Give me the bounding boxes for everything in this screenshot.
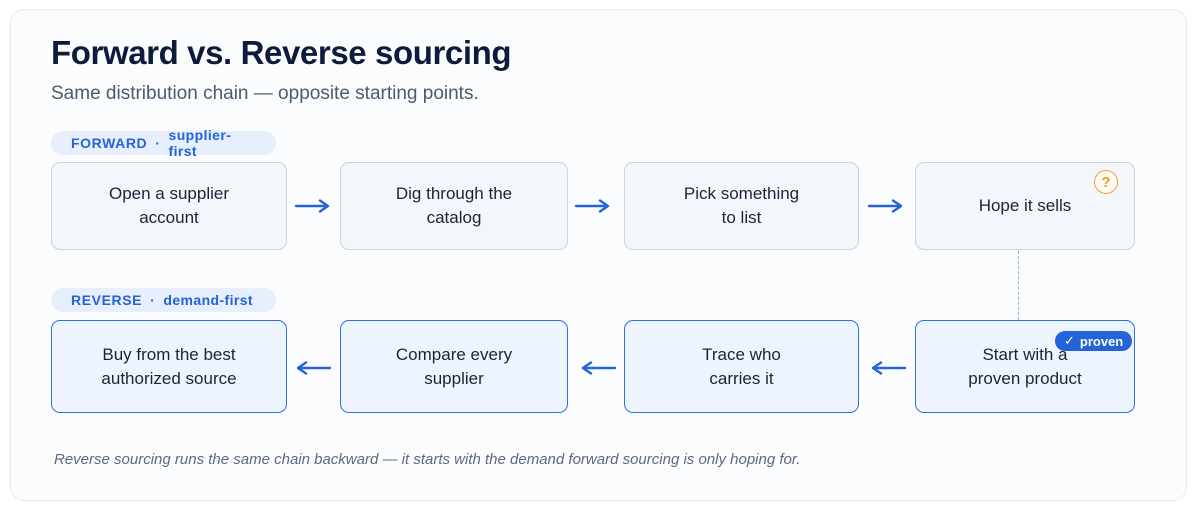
reverse-tag: REVERSE · demand-first xyxy=(51,288,276,312)
proven-badge-label: proven xyxy=(1079,333,1124,349)
forward-tag-separator: · xyxy=(155,135,161,151)
left-arrow-icon xyxy=(296,361,332,375)
diagram-card xyxy=(10,9,1187,501)
reverse-step-3-label: Trace who carries it xyxy=(702,344,781,388)
footnote: Reverse sourcing runs the same chain bac… xyxy=(54,451,801,468)
forward-tag: FORWARD · supplier-first xyxy=(51,127,276,159)
question-mark-icon: ? xyxy=(1094,170,1118,194)
page-subtitle: Same distribution chain — opposite start… xyxy=(51,83,479,104)
reverse-step-4: Start with a proven product xyxy=(915,320,1135,413)
forward-tag-label: FORWARD xyxy=(71,135,148,151)
page-title: Forward vs. Reverse sourcing xyxy=(51,34,512,71)
right-arrow-icon xyxy=(294,199,330,213)
reverse-step-2-label: Compare every supplier xyxy=(395,344,513,388)
forward-step-2: Dig through the catalog xyxy=(340,162,568,250)
dashed-connector xyxy=(1018,251,1019,320)
reverse-step-1: Buy from the best authorized source xyxy=(51,320,287,413)
proven-badge: ✓ proven xyxy=(1055,331,1133,351)
left-arrow-icon xyxy=(581,361,617,375)
reverse-step-1-label: Buy from the best authorized source xyxy=(101,344,237,388)
forward-step-2-label: Dig through the catalog xyxy=(395,184,513,227)
check-icon: ✓ xyxy=(1064,333,1075,348)
right-arrow-icon xyxy=(574,199,610,213)
forward-step-3: Pick something to list xyxy=(624,162,859,250)
forward-step-1: Open a supplier account xyxy=(51,162,287,250)
forward-step-4: Hope it sells xyxy=(915,162,1135,250)
reverse-step-4-label: Start with a proven product xyxy=(968,344,1082,388)
reverse-tag-detail: demand-first xyxy=(163,292,253,308)
forward-step-4-label: Hope it sells xyxy=(978,196,1072,215)
right-arrow-icon xyxy=(867,199,903,213)
reverse-tag-label: REVERSE xyxy=(71,292,143,308)
reverse-tag-separator: · xyxy=(150,292,156,308)
forward-tag-detail: supplier-first xyxy=(168,127,232,159)
reverse-step-2: Compare every supplier xyxy=(340,320,568,413)
reverse-step-3: Trace who carries it xyxy=(624,320,859,413)
forward-step-1-label: Open a supplier account xyxy=(108,184,230,227)
forward-step-3-label: Pick something to list xyxy=(683,184,800,227)
left-arrow-icon xyxy=(871,361,907,375)
